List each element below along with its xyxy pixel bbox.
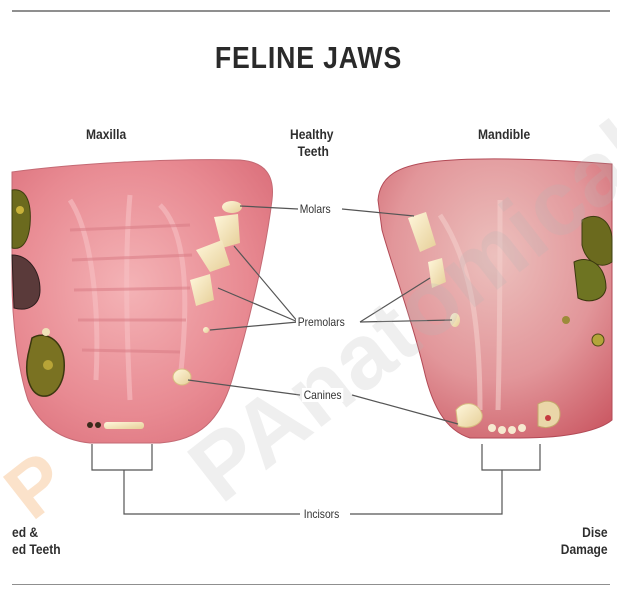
canines-callout: Canines [302, 388, 343, 402]
right-bottom-line1: Dise [556, 524, 608, 541]
premolars-callout: Premolars [296, 315, 346, 329]
left-bottom-line2: ed Teeth [12, 541, 61, 558]
right-bottom-line2: Damage [556, 541, 608, 558]
mandible-jaw [378, 159, 612, 438]
diseased-teeth-label-left: ed & ed Teeth [12, 524, 61, 558]
maxilla-jaw [12, 160, 273, 443]
bottom-rule [12, 584, 610, 585]
molars-callout: Molars [298, 202, 332, 216]
diseased-teeth-label-right: Dise Damage [556, 524, 608, 558]
left-bottom-line1: ed & [12, 524, 61, 541]
incisors-callout: Incisors [302, 507, 341, 521]
